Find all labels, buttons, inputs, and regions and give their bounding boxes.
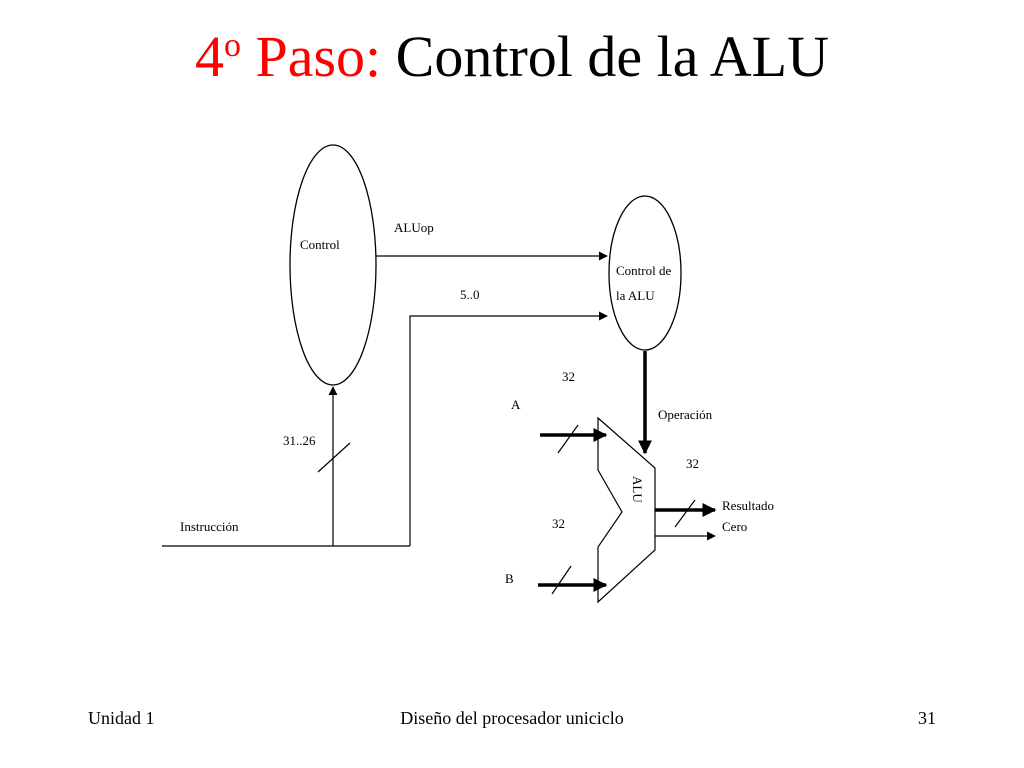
funct-bits-label: 5..0 — [460, 287, 480, 302]
main-control-ellipse — [289, 144, 377, 386]
title-step-number: 4 — [194, 24, 224, 89]
result-bus-slash — [674, 499, 696, 528]
title-step-word: Paso: — [255, 24, 382, 89]
aluop-label: ALUop — [394, 220, 434, 235]
input-b-bus-slash — [551, 565, 572, 595]
zero-label: Cero — [722, 519, 747, 534]
alu-control-ellipse — [608, 195, 682, 351]
operation-label: Operación — [658, 407, 713, 422]
alu-block — [597, 416, 656, 604]
main-control-label: Control — [300, 237, 340, 252]
result-label: Resultado — [722, 498, 774, 513]
funct-line — [409, 311, 608, 546]
footer-unit: Unidad 1 — [88, 708, 155, 728]
input-a-width-label: 32 — [562, 369, 575, 384]
input-b-label: B — [505, 571, 514, 586]
opcode-bits-label: 31..26 — [283, 433, 316, 448]
result-width-label: 32 — [686, 456, 699, 471]
title-ordinal-superscript: o — [223, 27, 241, 64]
instruction-label: Instrucción — [180, 519, 239, 534]
title-topic: Control de la ALU — [395, 24, 830, 89]
alu-label: ALU — [630, 476, 645, 503]
input-a-bus-slash — [557, 424, 579, 454]
input-b-width-label: 32 — [552, 516, 565, 531]
opcode-bus-slash — [317, 442, 351, 473]
input-a-label: A — [511, 397, 521, 412]
footer-course-title: Diseño del procesador uniciclo — [400, 708, 624, 728]
footer-page-number: 31 — [918, 708, 936, 728]
alu-control-label-line2: la ALU — [616, 288, 655, 303]
alu-control-label-line1: Control de — [616, 263, 671, 278]
slide-title: 4o Paso: Control de la ALU — [0, 28, 1024, 86]
